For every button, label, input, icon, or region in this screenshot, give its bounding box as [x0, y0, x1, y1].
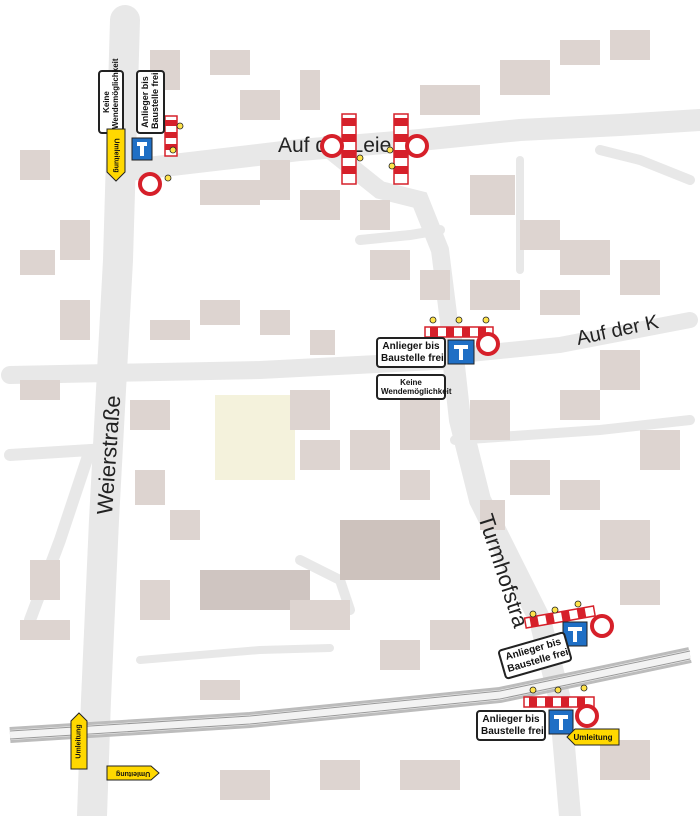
- sign-anlieger-weierstrasse: Anlieger bis Baustelle frei: [136, 70, 165, 134]
- detour-label: Umleitung: [75, 723, 83, 759]
- barrier-icon: [341, 113, 357, 185]
- barrier-group-turmhofstrasse-south: [523, 684, 599, 735]
- dead-end-icon: [447, 339, 475, 365]
- detour-label: Umleitung: [573, 732, 613, 742]
- green-area: [215, 395, 295, 480]
- sign-anlieger-line2: Baustelle frei: [150, 72, 161, 129]
- sign-keine-wendemoeglichkeit-auf-der-k: Keine Wendemöglichkeit: [376, 374, 452, 401]
- road-closed-icon: [590, 614, 614, 638]
- detour-arrow-icon: [70, 712, 88, 770]
- detour-sign-weierstrasse: Umleitung: [106, 128, 126, 182]
- detour-arrow-icon: [566, 728, 620, 746]
- barrier-group-weierstrasse: [131, 115, 184, 196]
- barrier-group-turmhofstrasse-north: [523, 600, 614, 647]
- sign-anlieger-line1: Anlieger bis: [140, 76, 150, 128]
- buildings: [20, 30, 680, 800]
- warning-light-icon: [429, 316, 490, 324]
- barrier-group-auf-der-k: [424, 316, 500, 365]
- road-closed-icon: [138, 172, 162, 196]
- road-closed-icon: [476, 332, 500, 356]
- sign-anlieger-turmhof-south: Anlieger bis Baustelle frei: [476, 710, 546, 741]
- warning-light-icon: [529, 684, 588, 694]
- road-closed-icon: [320, 134, 344, 158]
- road-closed-icon: [575, 704, 599, 728]
- sign-anlieger-auf-der-k: Anlieger bis Baustelle frei: [376, 337, 446, 368]
- dead-end-icon: [131, 137, 153, 161]
- barrier-icon: [523, 696, 595, 708]
- detour-sign-bottom-left-horizontal: Umleitung: [106, 765, 160, 781]
- barrier-icon: [523, 605, 597, 629]
- detour-label: Umleitung: [115, 769, 151, 777]
- detour-sign-turmhof: Umleitung: [566, 728, 620, 746]
- warning-light-icon: [529, 600, 582, 618]
- warning-light-icon: [356, 146, 396, 170]
- detour-sign-bottom-left-vertical: Umleitung: [70, 712, 88, 770]
- sign-anlieger-line2: Baustelle frei: [381, 352, 444, 364]
- sign-anlieger-line1: Anlieger bis: [382, 341, 440, 352]
- road-closed-icon: [405, 134, 429, 158]
- sign-keine-line1: Keine: [400, 378, 422, 387]
- sign-keine-line2: Wendemöglichkeit: [111, 58, 121, 129]
- barrier-icon: [164, 115, 178, 157]
- detour-arrow-icon: [106, 128, 126, 182]
- sign-keine-line1: Keine: [102, 91, 111, 113]
- sign-anlieger-line2: Baustelle frei: [481, 725, 544, 737]
- sign-keine-wendemoeglichkeit-weierstrasse: Keine Wendemöglichkeit: [98, 58, 125, 134]
- barrier-icon: [424, 326, 494, 338]
- railway: [9, 647, 692, 743]
- sign-keine-line2: Wendemöglichkeit: [381, 387, 452, 397]
- sign-anlieger-line1: Anlieger bis: [482, 714, 540, 725]
- warning-light-icon: [164, 122, 184, 182]
- detour-label: Umleitung: [112, 137, 120, 173]
- detour-arrow-icon: [106, 765, 160, 781]
- barrier-group-auf-der-leie: [320, 113, 429, 185]
- dead-end-icon: [548, 709, 574, 735]
- street-label-auf-der-k: Auf der K: [574, 311, 661, 350]
